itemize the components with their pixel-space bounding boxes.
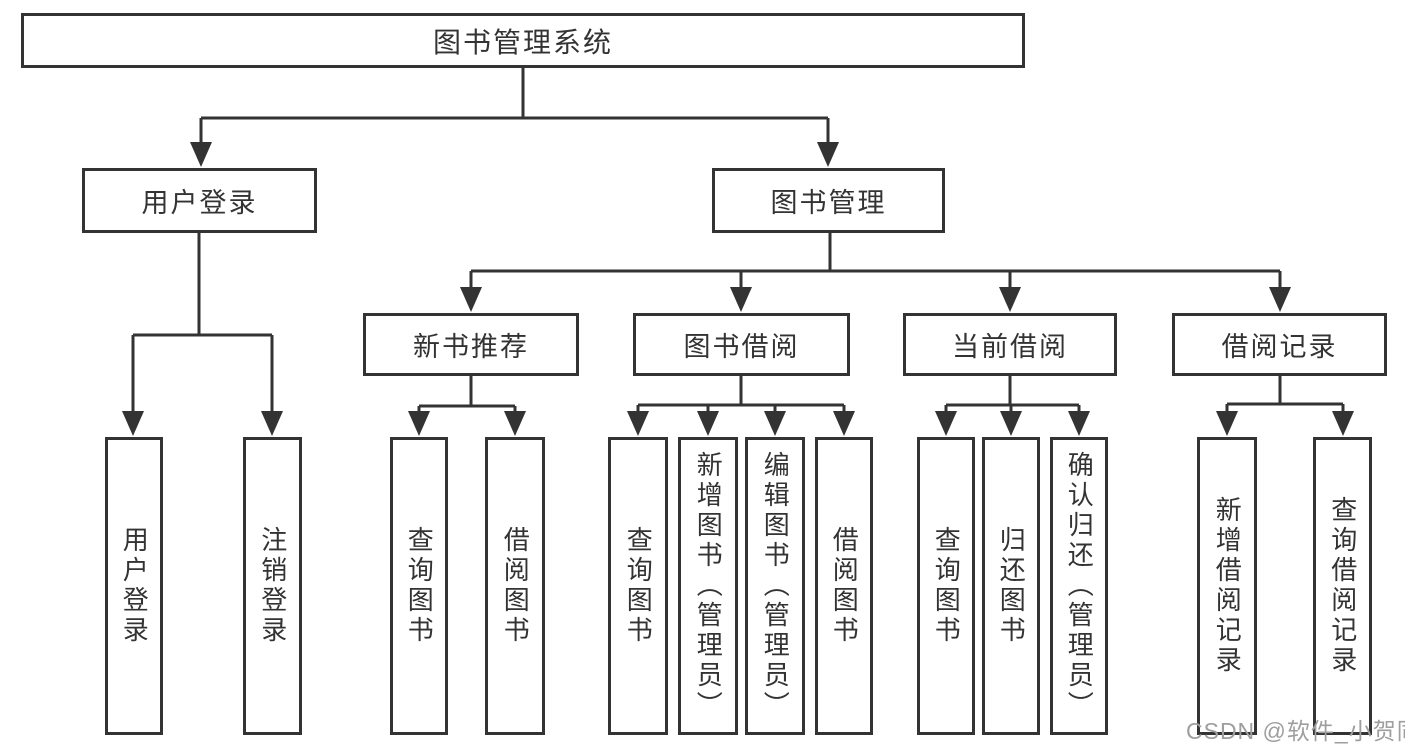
- node-label: 查询图书: [404, 526, 435, 646]
- node-root-label: 图书管理系统: [432, 26, 613, 58]
- node-confirm-return-admin: 确认归还（管理员）: [1050, 437, 1108, 735]
- node-current-borrowing: 当前借阅: [903, 313, 1117, 376]
- arrowhead: [408, 411, 430, 436]
- node-label: 编辑图书（管理员）: [760, 451, 791, 721]
- node-label: 借阅图书: [829, 526, 860, 646]
- arrowhead: [1332, 411, 1354, 436]
- node-label: 新增借阅记录: [1212, 496, 1243, 676]
- node-logout-leaf: 注销登录: [243, 437, 302, 735]
- node-query-books-recommend: 查询图书: [390, 437, 448, 735]
- node-borrowing-records: 借阅记录: [1172, 313, 1387, 376]
- arrowhead: [261, 411, 283, 436]
- node-new-book-recommend: 新书推荐: [363, 313, 579, 376]
- node-query-borrow-record: 查询借阅记录: [1313, 437, 1372, 735]
- node-add-borrow-record: 新增借阅记录: [1197, 437, 1257, 735]
- arrowhead: [627, 411, 649, 436]
- node-label: 借阅图书: [500, 526, 531, 646]
- arrowhead: [1000, 411, 1022, 436]
- node-edit-books-admin: 编辑图书（管理员）: [745, 437, 805, 735]
- node-label: 用户登录: [141, 188, 258, 218]
- node-add-books-admin: 新增图书（管理员）: [678, 437, 738, 735]
- arrowhead: [730, 287, 752, 312]
- arrowhead: [697, 411, 719, 436]
- node-label: 图书管理: [770, 188, 887, 218]
- node-label: 查询图书: [931, 526, 962, 646]
- node-borrow-books-borrowing: 借阅图书: [815, 437, 873, 735]
- arrowhead: [1216, 411, 1238, 436]
- arrowhead: [504, 411, 526, 436]
- node-return-books: 归还图书: [982, 437, 1040, 735]
- arrowhead: [764, 411, 786, 436]
- node-user-login: 用户登录: [82, 168, 317, 233]
- arrowhead: [817, 142, 839, 167]
- arrowhead: [190, 142, 212, 167]
- arrowhead: [1269, 287, 1291, 312]
- node-query-books-current: 查询图书: [917, 437, 975, 735]
- node-user-login-leaf: 用户登录: [105, 437, 163, 735]
- node-label: 新增图书（管理员）: [693, 451, 724, 721]
- node-label: 用户登录: [119, 526, 150, 646]
- node-label: 确认归还（管理员）: [1064, 451, 1095, 721]
- node-label: 查询图书: [623, 526, 654, 646]
- node-query-books-borrowing: 查询图书: [608, 437, 668, 735]
- node-label: 查询借阅记录: [1327, 496, 1358, 676]
- arrowhead: [999, 287, 1021, 312]
- node-book-management: 图书管理: [712, 168, 945, 233]
- node-borrow-books-recommend: 借阅图书: [485, 437, 545, 735]
- node-label: 新书推荐: [413, 332, 529, 362]
- node-label: 借阅记录: [1221, 332, 1338, 362]
- arrowhead: [935, 411, 957, 436]
- arrowhead: [1068, 411, 1090, 436]
- node-label: 图书借阅: [683, 332, 800, 362]
- node-label: 注销登录: [257, 526, 288, 646]
- csdn-watermark: CSDN @软件_小贺同学: [1186, 718, 1405, 744]
- arrowhead: [833, 411, 855, 436]
- arrowhead: [460, 287, 482, 312]
- node-label: 归还图书: [996, 526, 1027, 646]
- node-root-system: 图书管理系统: [21, 13, 1025, 68]
- arrowhead: [122, 411, 144, 436]
- node-book-borrowing: 图书借阅: [633, 313, 850, 376]
- node-label: 当前借阅: [952, 332, 1068, 362]
